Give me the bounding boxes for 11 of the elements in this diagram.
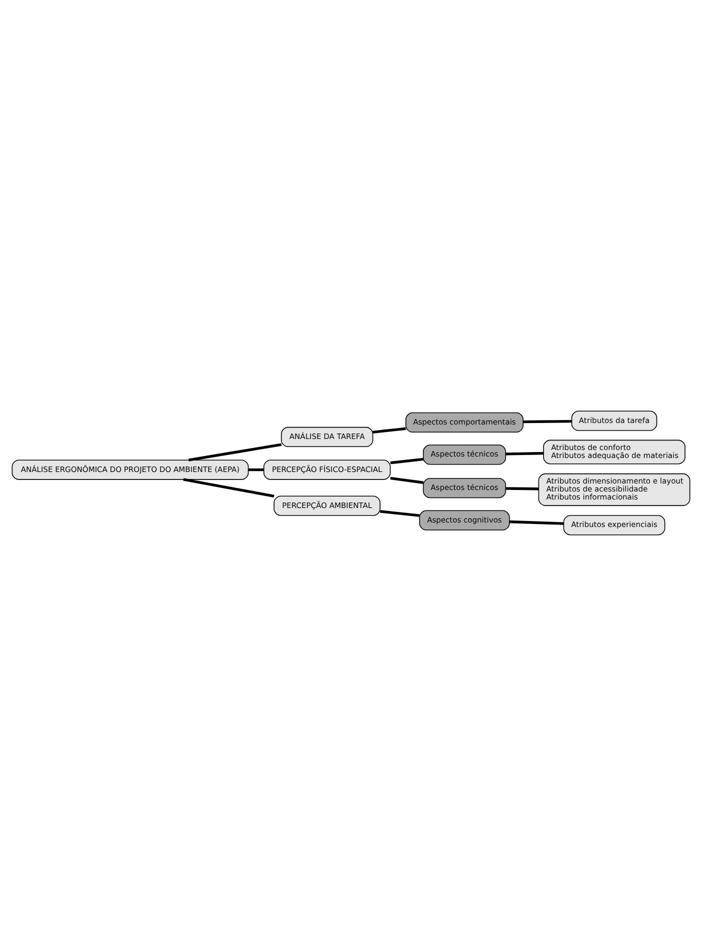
connector	[380, 510, 420, 517]
connector	[188, 443, 282, 462]
connector	[183, 478, 274, 498]
connector	[390, 458, 424, 464]
connector	[372, 427, 406, 434]
connector	[509, 520, 564, 525]
connector	[390, 476, 424, 484]
connector	[523, 420, 572, 424]
connector	[248, 468, 264, 472]
connector	[506, 452, 544, 456]
connector	[506, 487, 539, 490]
